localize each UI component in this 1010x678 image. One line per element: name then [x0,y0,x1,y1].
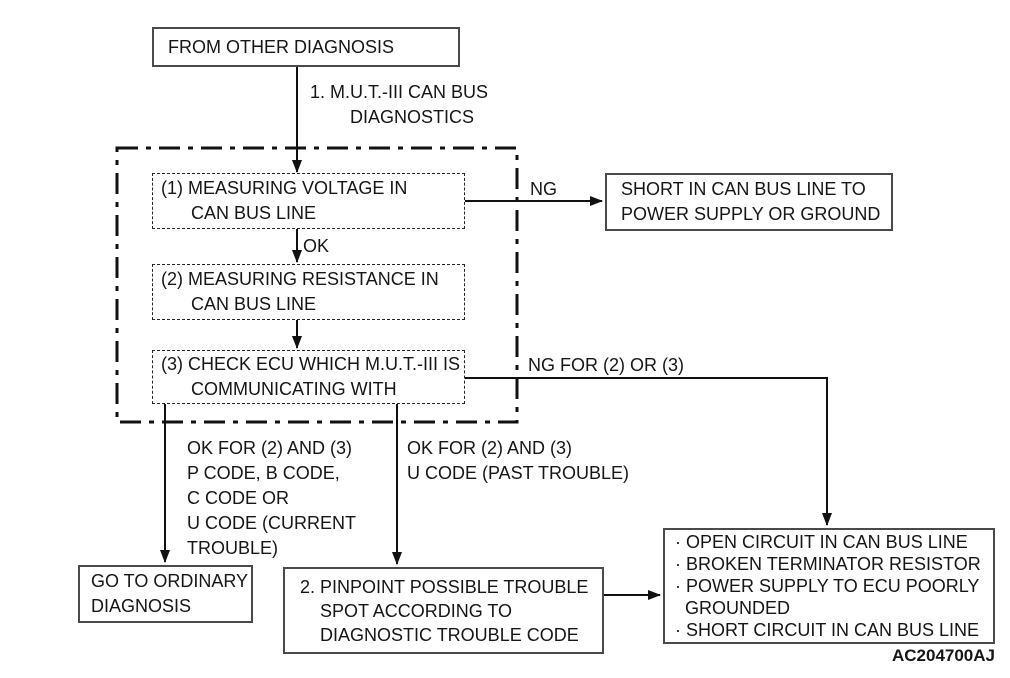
start-box: FROM OTHER DIAGNOSIS [152,27,460,67]
ordinary-diagnosis-box: GO TO ORDINARY DIAGNOSIS [78,565,253,623]
short-to-power-box: SHORT IN CAN BUS LINE TO POWER SUPPLY OR… [605,173,893,231]
ecu-check-label: (3) CHECK ECU WHICH M.U.T.-III IS COMMUN… [161,354,461,399]
causes-box: · OPEN CIRCUIT IN CAN BUS LINE · BROKEN … [663,528,995,644]
causes-list: · OPEN CIRCUIT IN CAN BUS LINE · BROKEN … [675,532,981,640]
ok-past-trouble-label: OK FOR (2) AND (3) U CODE (PAST TROUBLE) [407,438,630,483]
voltage-check-label: (1) MEASURING VOLTAGE IN CAN BUS LINE [161,178,408,223]
voltage-check-box: (1) MEASURING VOLTAGE IN CAN BUS LINE [152,173,465,229]
pinpoint-label: 2. PINPOINT POSSIBLE TROUBLE SPOT ACCORD… [300,576,589,645]
resistance-check-box: (2) MEASURING RESISTANCE IN CAN BUS LINE [152,264,465,320]
pinpoint-box: 2. PINPOINT POSSIBLE TROUBLE SPOT ACCORD… [283,567,604,654]
resistance-check-label: (2) MEASURING RESISTANCE IN CAN BUS LINE [161,269,439,314]
short-to-power-label: SHORT IN CAN BUS LINE TO POWER SUPPLY OR… [621,179,881,224]
ng-for-2-or-3-label: NG FOR (2) OR (3) [528,355,684,375]
mut3-diagnostics-label: 1. M.U.T.-III CAN BUS DIAGNOSTICS [310,82,489,127]
ok-label: OK [303,236,330,256]
ok-current-trouble-label: OK FOR (2) AND (3) P CODE, B CODE, C COD… [187,438,356,558]
figure-code: AC204700AJ [891,646,995,665]
start-box-label: FROM OTHER DIAGNOSIS [168,36,395,57]
ecu-check-box: (3) CHECK ECU WHICH M.U.T.-III IS COMMUN… [152,350,465,404]
ordinary-diagnosis-label: GO TO ORDINARY DIAGNOSIS [91,571,249,616]
ng-label: NG [530,179,557,199]
